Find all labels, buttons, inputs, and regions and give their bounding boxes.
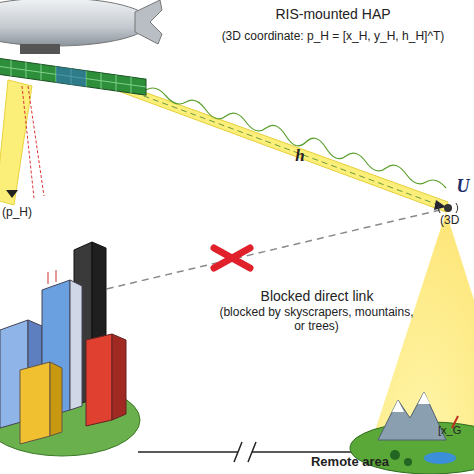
label: Blocked direct link (232, 288, 402, 304)
beam (0, 80, 32, 205)
antenna (56, 270, 57, 282)
leader-line (22, 86, 34, 198)
tree (404, 458, 412, 466)
airship-fin (135, 0, 162, 44)
label: h (290, 146, 310, 166)
label: (p_H) (2, 206, 62, 220)
user-device (438, 203, 457, 213)
channel-wave (106, 80, 446, 188)
airship (0, 0, 150, 46)
label: [x_G (438, 424, 474, 437)
ground-line (138, 451, 238, 453)
label: (3D coordinate: p_H = [x_H, y_H, h_H]^T) (188, 30, 474, 44)
building (86, 334, 112, 426)
snow-cap (392, 400, 404, 412)
label: RIS-mounted HAP (258, 6, 408, 22)
blocked-link (60, 210, 440, 300)
gondola (20, 44, 60, 54)
channel-axis (106, 82, 444, 207)
break-mark (234, 442, 256, 462)
antenna (48, 272, 49, 284)
mountain (378, 392, 446, 440)
building (20, 362, 50, 444)
beam (100, 76, 448, 212)
arrow-head (6, 190, 18, 198)
tree (390, 450, 400, 460)
label: (3D (440, 214, 474, 228)
label: U (452, 176, 474, 197)
building (112, 334, 126, 420)
coverage-cone (372, 212, 474, 440)
label: (blocked by skyscrapers, mountains, or t… (214, 306, 419, 334)
ground-line (252, 451, 352, 453)
building (70, 280, 82, 410)
snow-cap (418, 392, 430, 404)
leader-line (28, 86, 44, 196)
label: Remote area (300, 455, 400, 470)
lake (424, 452, 456, 464)
building (50, 362, 62, 436)
ris-panel (0, 58, 146, 95)
block-cross (214, 248, 250, 268)
